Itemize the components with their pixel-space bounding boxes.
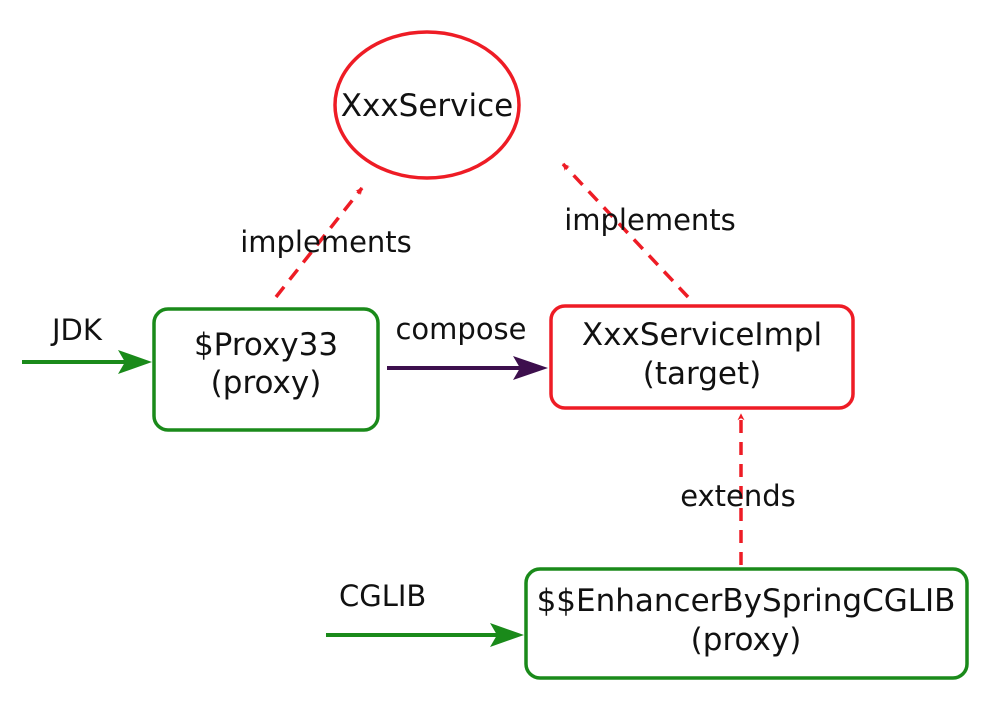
- target-name: XxxServiceImpl: [582, 317, 822, 353]
- target-node: [549, 304, 855, 410]
- interface-node: [333, 30, 521, 180]
- cglib-entry-label: CGLIB: [339, 579, 426, 613]
- compose-arrowhead: [513, 356, 548, 380]
- jdk-proxy-role: (proxy): [211, 365, 322, 401]
- target-role: (target): [643, 356, 761, 392]
- target-implements-label: implements: [564, 203, 736, 237]
- cglib-entry-arrowhead: [490, 623, 524, 647]
- jdk-proxy-node: [152, 307, 380, 432]
- extends-label: extends: [680, 479, 796, 513]
- jdk-entry-label: JDK: [50, 313, 103, 347]
- cglib-proxy-name: $$EnhancerBySpringCGLIB: [537, 583, 956, 619]
- cglib-proxy-node: [524, 567, 969, 680]
- cglib-proxy-role: (proxy): [691, 622, 802, 658]
- interface-label: XxxService: [341, 88, 514, 124]
- target-implements-arrow: [561, 162, 690, 299]
- compose-label: compose: [395, 312, 526, 346]
- jdk-implements-label: implements: [240, 225, 412, 259]
- jdk-entry-arrowhead: [118, 350, 152, 374]
- jdk-proxy-name: $Proxy33: [194, 327, 338, 363]
- jdk-implements-arrow: [274, 186, 364, 299]
